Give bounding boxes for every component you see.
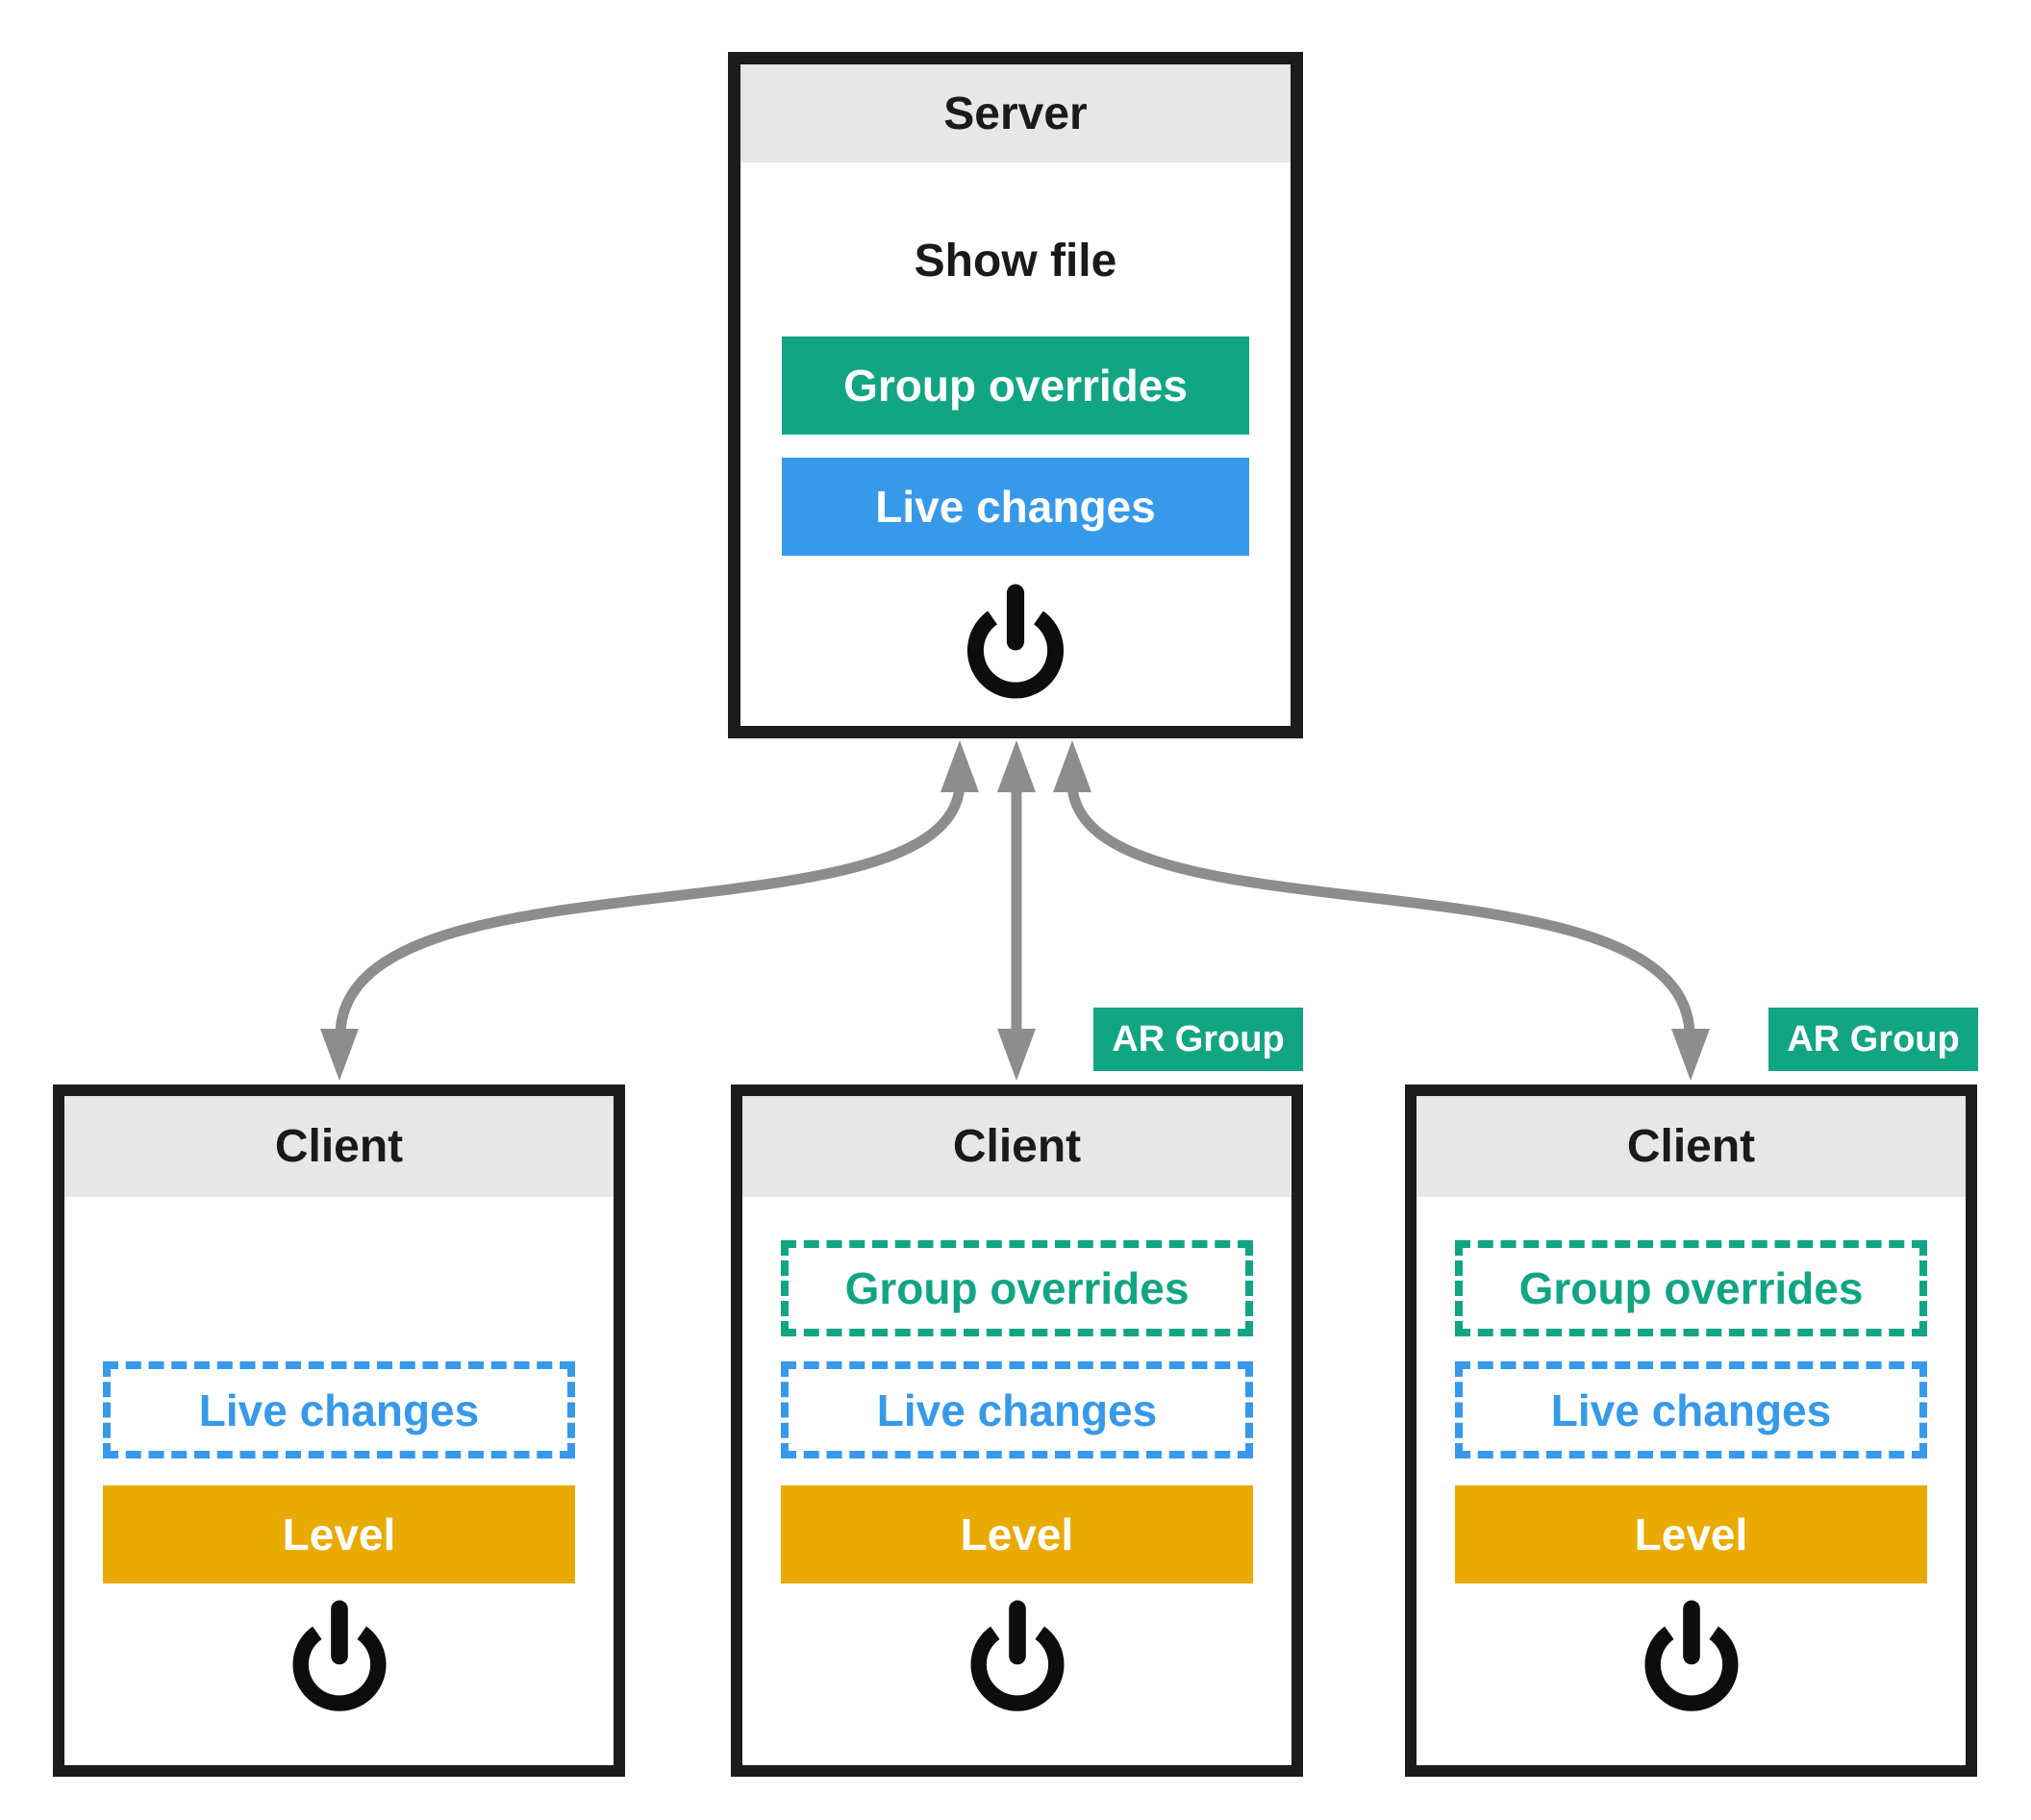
arrow-server-client-left <box>320 740 979 1081</box>
server-title: Server <box>740 64 1291 162</box>
client-title: Client <box>1417 1096 1966 1197</box>
arrow-server-client-middle <box>997 740 1036 1081</box>
client-live-changes-dashed: Live changes <box>103 1361 575 1458</box>
ar-group-badge-middle: AR Group <box>1093 1008 1303 1071</box>
ar-group-badge-right: AR Group <box>1768 1008 1978 1071</box>
arrow-server-client-right <box>1053 740 1710 1081</box>
client-box-right: Client Group overrides Live changes Leve… <box>1405 1085 1977 1777</box>
server-group-overrides-bar: Group overrides <box>782 337 1249 435</box>
client-level-bar: Level <box>103 1485 575 1583</box>
show-file-label: Show file <box>914 235 1117 287</box>
power-icon <box>970 1600 1064 1711</box>
client-group-overrides-dashed: Group overrides <box>1455 1240 1927 1336</box>
client-box-left: Client Live changes Level <box>53 1085 625 1777</box>
power-icon <box>1644 1600 1738 1711</box>
client-title: Client <box>742 1096 1291 1197</box>
client-live-changes-dashed: Live changes <box>781 1361 1253 1458</box>
client-group-overrides-dashed: Group overrides <box>781 1240 1253 1336</box>
client-level-bar: Level <box>781 1485 1253 1583</box>
client-level-bar: Level <box>1455 1485 1927 1583</box>
power-icon <box>967 584 1064 699</box>
client-title: Client <box>64 1096 614 1197</box>
server-live-changes-bar: Live changes <box>782 458 1249 556</box>
client-live-changes-dashed: Live changes <box>1455 1361 1927 1458</box>
client-box-middle: Client Group overrides Live changes Leve… <box>731 1085 1303 1777</box>
server-box: Server Show file Group overrides Live ch… <box>728 52 1303 738</box>
power-icon <box>292 1600 386 1711</box>
